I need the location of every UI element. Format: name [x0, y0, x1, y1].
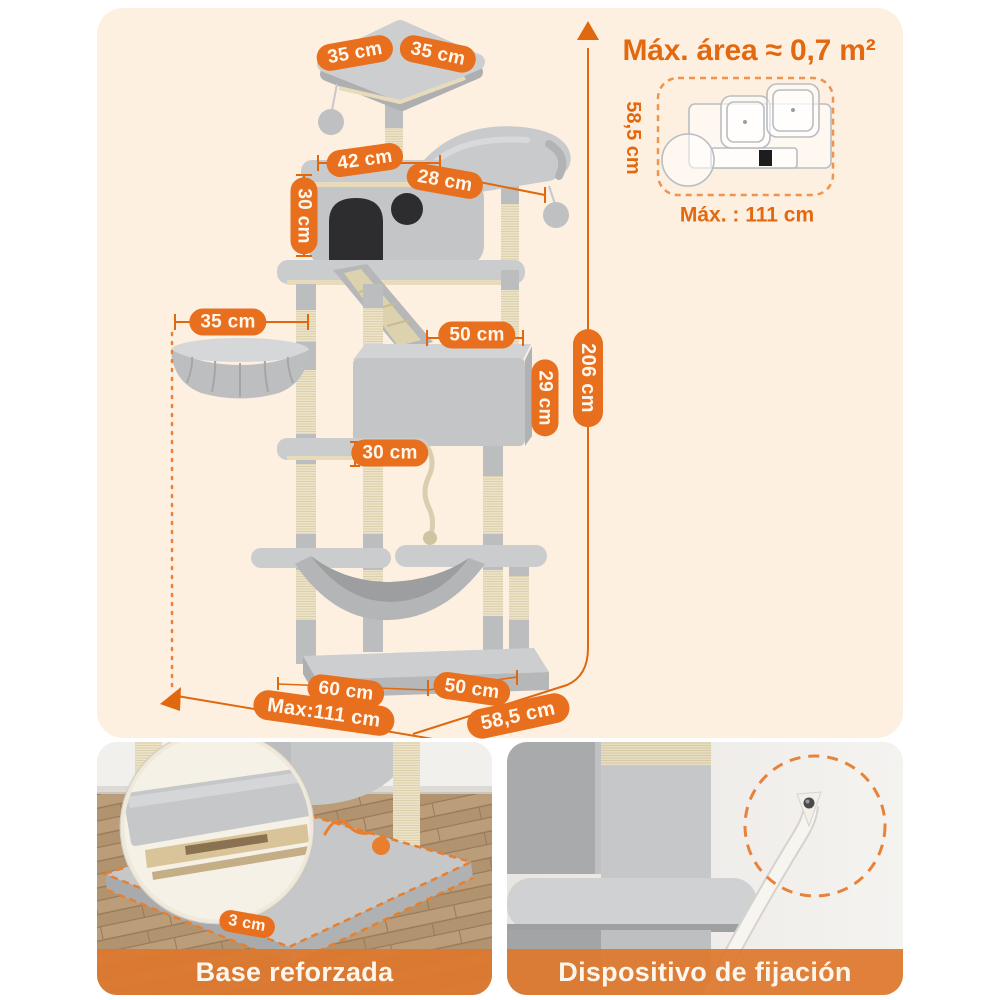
highlight-dashed-circle [743, 754, 887, 898]
main-panel: Máx. área ≈ 0,7 m² 58,5 cm Máx. : 111 cm… [97, 8, 903, 742]
footprint-basket-circle [661, 133, 715, 187]
dimension-pill-basket: 35 cm [189, 308, 267, 336]
base-caption-banner: Base reforzada [97, 949, 492, 995]
dimension-pill-condo-height: 30 cm [290, 177, 318, 255]
hammock [251, 545, 547, 621]
cat-tree-closeup [507, 742, 757, 995]
base-detail-panel: 3 cm Base reforzada [97, 742, 492, 995]
dimension-pill-box-width: 50 cm [438, 321, 516, 349]
fixation-detail-panel: Dispositivo de fijación [507, 742, 903, 995]
footprint-width-label: Máx. : 111 cm [679, 203, 815, 227]
footprint-depth-label: 58,5 cm [622, 101, 644, 175]
width-arrow-down-left-icon [160, 687, 181, 711]
fixation-caption-banner: Dispositivo de fijación [507, 949, 903, 995]
footprint-dashed-border [656, 76, 835, 197]
pompom-toy-left [318, 83, 344, 135]
dimension-pill-box-depth: 30 cm [351, 439, 429, 467]
rope-toy [422, 444, 437, 545]
height-arrow-up-icon [577, 21, 599, 40]
pompom-toy-right [543, 185, 569, 228]
condo-window [391, 193, 423, 225]
footprint-diagram [656, 76, 835, 197]
wall-screw [803, 797, 815, 809]
dimension-pill-total-height: 206 cm [573, 329, 603, 427]
magnifier-circle [119, 742, 315, 925]
cat-tree-illustration [160, 20, 835, 738]
callout-squiggle-icon [323, 819, 390, 855]
cat-tree [171, 20, 571, 698]
dimension-pill-box-height: 29 cm [531, 359, 559, 437]
condo-door [329, 198, 383, 266]
height-and-depth-dimension-line [412, 48, 589, 735]
large-condo-box [353, 344, 532, 446]
max-area-title: Máx. área ≈ 0,7 m² [622, 34, 876, 67]
hanging-basket [171, 338, 309, 399]
